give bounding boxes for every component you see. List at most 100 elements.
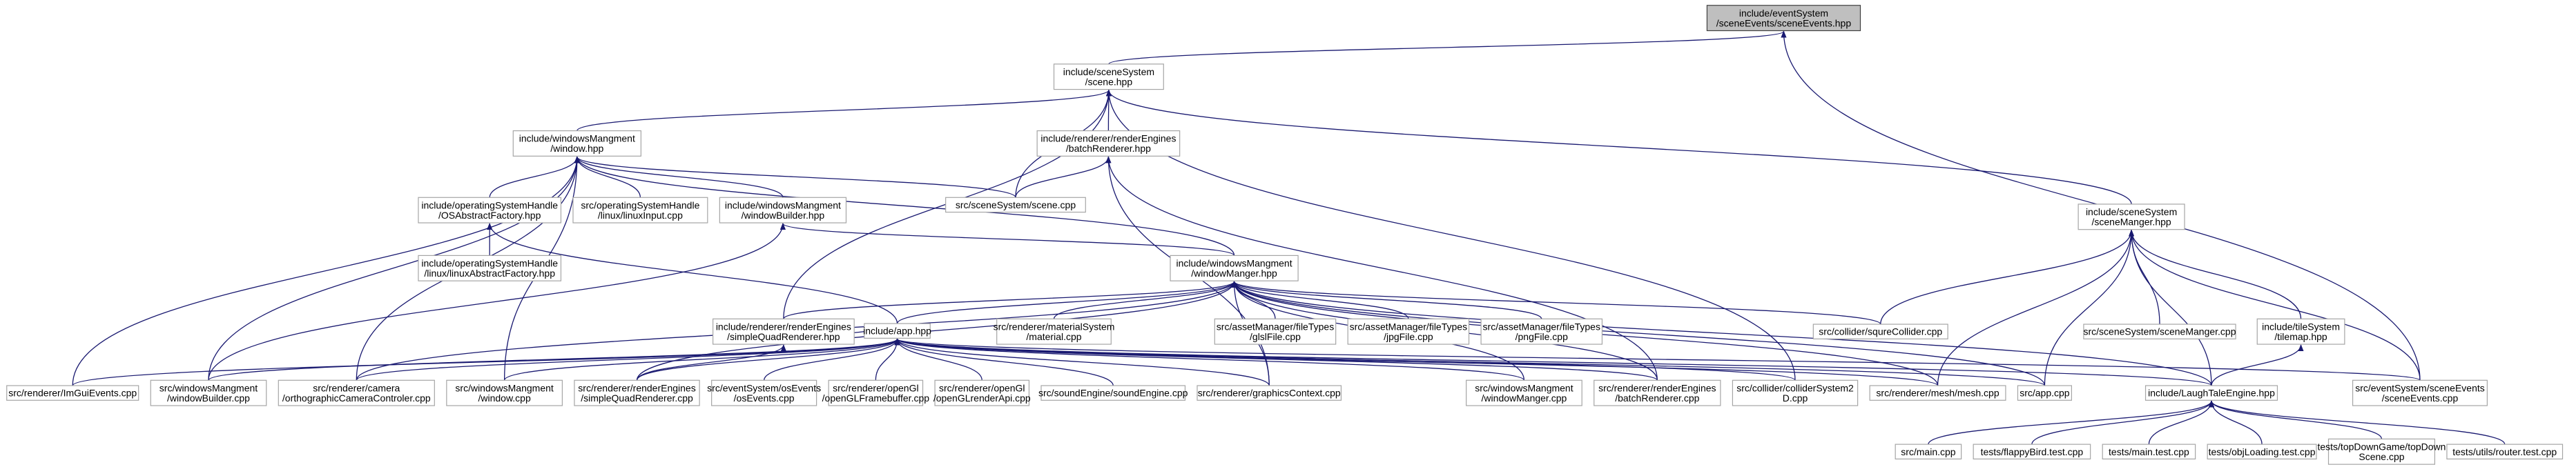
file-node[interactable]: src/renderer/ImGuiEvents.cpp — [6, 385, 139, 401]
file-node[interactable]: tests/main.test.cpp — [2102, 444, 2196, 459]
file-node[interactable]: src/renderer/renderEngines/batchRenderer… — [1594, 379, 1721, 406]
node-label-line: include/windowsMangment — [725, 199, 841, 210]
node-label-line: src/assetManager/fileTypes — [1350, 321, 1467, 332]
node-label-line: src/collider/colliderSystem2 — [1736, 382, 1854, 393]
node-box — [1466, 379, 1582, 406]
file-node[interactable]: src/assetManager/fileTypes/pngFile.cpp — [1480, 318, 1603, 345]
dependency-edge — [574, 156, 784, 198]
dependency-edge — [1015, 156, 1112, 198]
file-node[interactable]: src/main.cpp — [1895, 444, 1962, 459]
node-box — [1732, 379, 1859, 406]
dependency-edge — [894, 338, 982, 381]
node-box — [446, 379, 563, 406]
node-label-line: tests/topDownGame/topDown — [2317, 441, 2446, 453]
node-label-line: include/windowsMangment — [519, 133, 635, 144]
node-box — [418, 197, 562, 223]
file-node[interactable]: src/soundEngine/soundEngine.cpp — [1038, 385, 1188, 401]
file-node[interactable]: include/operatingSystemHandle/linux/linu… — [418, 255, 562, 281]
node-label-line: /openGLFramebuffer.cpp — [822, 393, 930, 404]
file-node[interactable]: src/renderer/graphicsContext.cpp — [1197, 385, 1342, 401]
nodes-layer: include/eventSystem/sceneEvents/sceneEve… — [6, 5, 2564, 465]
file-node[interactable]: include/operatingSystemHandle/OSAbstract… — [418, 197, 562, 223]
node-box — [572, 197, 708, 223]
file-node[interactable]: tests/objLoading.test.cpp — [2207, 444, 2317, 459]
file-node[interactable]: src/app.cpp — [2017, 385, 2072, 401]
dependency-edge — [1231, 281, 1542, 319]
dependency-edge — [574, 156, 641, 198]
node-label-line: src/sceneSystem/scene.cpp — [956, 199, 1076, 210]
file-node[interactable]: src/windowsMangment/windowBuilder.cpp — [150, 379, 267, 406]
node-box — [1036, 130, 1181, 157]
file-node[interactable]: include/sceneSystem/sceneManger.hpp — [2078, 203, 2185, 230]
file-node[interactable]: include/windowsMangment/windowBuilder.hp… — [719, 197, 847, 223]
node-box — [2017, 385, 2072, 401]
node-label-line: /simpleQuadRenderer.hpp — [727, 331, 840, 342]
node-label-line: tests/main.test.cpp — [2109, 446, 2189, 457]
dependency-edge — [895, 338, 2212, 386]
file-node[interactable]: src/assetManager/fileTypes/glslFile.cpp — [1214, 318, 1337, 345]
node-label-line: /scene.hpp — [1085, 76, 1133, 87]
file-node[interactable]: include/windowsMangment/window.hpp — [512, 130, 641, 157]
file-node[interactable]: include/sceneSystem/scene.hpp — [1053, 63, 1164, 90]
node-box — [2256, 318, 2345, 345]
file-node[interactable]: src/collider/squreCollider.cpp — [1812, 324, 1948, 339]
node-label-line: /orthographicCameraControler.cpp — [282, 393, 431, 404]
dependency-edge — [896, 281, 1237, 324]
node-label-line: tests/objLoading.test.cpp — [2209, 446, 2316, 457]
node-label-line: /batchRenderer.hpp — [1066, 143, 1151, 154]
file-node[interactable]: src/renderer/renderEngines/simpleQuadRen… — [574, 379, 700, 406]
node-label-line: include/sceneSystem — [1063, 66, 1154, 77]
file-node[interactable]: include/app.hpp — [863, 323, 931, 339]
node-label-line: src/renderer/camera — [313, 382, 400, 393]
node-box — [1812, 324, 1948, 339]
dependency-edge — [208, 338, 900, 381]
file-node[interactable]: src/windowsMangment/windowManger.cpp — [1466, 379, 1582, 406]
file-node[interactable]: src/renderer/materialSystem/material.cpp — [994, 318, 1115, 345]
node-box — [1895, 444, 1962, 459]
node-label-line: src/eventSystem/osEvents — [707, 382, 821, 393]
file-node[interactable]: include/renderer/renderEngines/simpleQua… — [713, 318, 855, 345]
dependency-edge — [577, 89, 1112, 132]
file-node[interactable]: src/renderer/openGl/openGLFramebuffer.cp… — [822, 379, 930, 406]
file-node[interactable]: include/renderer/renderEngines/batchRend… — [1036, 130, 1181, 157]
file-node[interactable]: include/windowsMangment/windowManger.hpp — [1170, 255, 1299, 281]
dependency-edge — [2209, 400, 2383, 439]
dependency-edge — [894, 338, 1658, 381]
node-label-line: tests/utils/router.test.cpp — [2452, 446, 2557, 457]
file-node[interactable]: src/renderer/camera/orthographicCameraCo… — [278, 379, 435, 406]
node-box — [512, 130, 641, 157]
file-node[interactable]: src/eventSystem/sceneEvents/sceneEvents.… — [2352, 379, 2488, 406]
file-node[interactable]: src/renderer/openGl/openGLrenderApi.cpp — [933, 379, 1031, 406]
file-node[interactable]: src/sceneSystem/sceneManger.cpp — [2083, 324, 2236, 339]
node-label-line: src/eventSystem/sceneEvents — [2355, 382, 2485, 393]
file-node[interactable]: src/windowsMangment/window.cpp — [446, 379, 563, 406]
node-box — [1706, 5, 1861, 32]
file-node[interactable]: tests/flappyBird.test.cpp — [1973, 444, 2091, 459]
file-node[interactable]: include/LaughTaleEngine.hpp — [2144, 385, 2278, 401]
node-box — [278, 379, 435, 406]
node-box — [418, 255, 562, 281]
node-label-line: src/windowsMangment — [159, 382, 258, 393]
file-node[interactable]: src/sceneSystem/scene.cpp — [945, 197, 1086, 213]
node-box — [711, 379, 817, 406]
file-node[interactable]: include/tileSystem/tilemap.hpp — [2256, 318, 2345, 345]
node-label-line: tests/flappyBird.test.cpp — [1981, 446, 2084, 457]
node-box — [2102, 444, 2196, 459]
node-label-line: include/sceneSystem — [2086, 206, 2177, 217]
dependency-edge — [2031, 400, 2214, 445]
file-node[interactable]: src/renderer/mesh/mesh.cpp — [1869, 385, 2006, 401]
node-label-line: /windowManger.cpp — [1482, 393, 1567, 404]
dependency-edge — [208, 223, 786, 381]
file-node[interactable]: tests/utils/router.test.cpp — [2446, 444, 2564, 459]
dependency-edge — [2211, 344, 2304, 386]
file-node[interactable]: src/operatingSystemHandle/linux/linuxInp… — [572, 197, 708, 223]
root-file-node[interactable]: include/eventSystem/sceneEvents/sceneEve… — [1706, 5, 1861, 32]
file-node[interactable]: src/eventSystem/osEvents/osEvents.cpp — [707, 379, 821, 406]
node-box — [1869, 385, 2006, 401]
file-node[interactable]: src/assetManager/fileTypes/jpgFile.cpp — [1347, 318, 1470, 345]
node-label-line: /OSAbstractFactory.hpp — [438, 210, 541, 221]
dependency-edge — [503, 338, 900, 381]
node-box — [2352, 379, 2488, 406]
